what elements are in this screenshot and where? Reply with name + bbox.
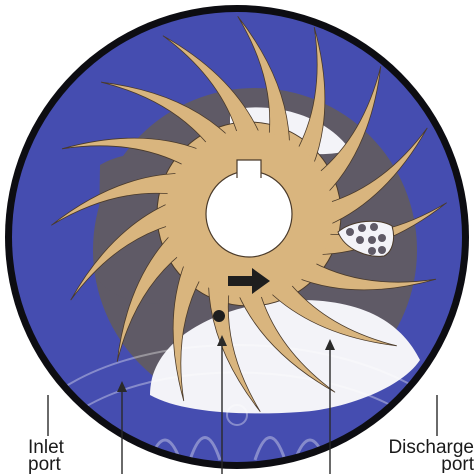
inlet-port-label: Inlet port [28,439,64,473]
inlet-dot-marker [213,310,225,322]
discharge-port-label: Discharge port [380,439,474,473]
